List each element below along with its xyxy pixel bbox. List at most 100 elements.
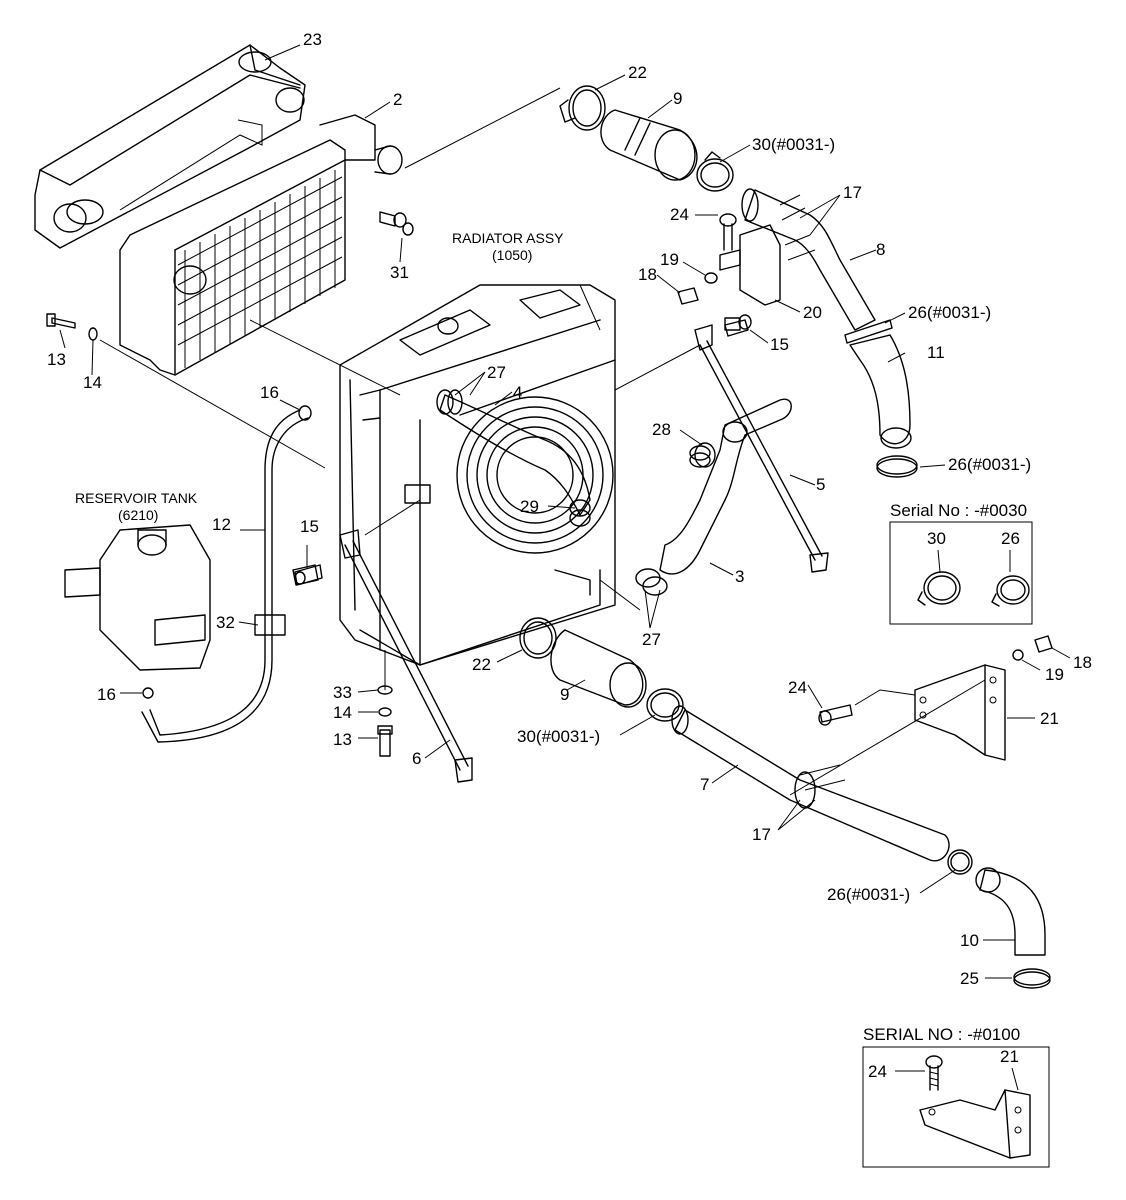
callout-25: 25: [960, 969, 979, 988]
inset-0100-part-b: 21: [1000, 1047, 1019, 1066]
callout-24: 24: [788, 678, 807, 697]
assembly-line: [579, 284, 601, 331]
stay-rod-6: [294, 529, 473, 783]
clamp-28: [694, 442, 716, 468]
callout-15: 15: [300, 517, 319, 536]
inset-serial-0100: SERIAL NO : -#0100 24 21: [862, 1025, 1050, 1168]
clamp-26-mid: [876, 455, 918, 478]
clamp-30-lower: [646, 688, 684, 722]
callout-13: 13: [333, 730, 352, 749]
callout-7: 7: [700, 775, 709, 794]
callout-14: 14: [83, 373, 102, 392]
reservoir-tank-title: RESERVOIR TANK: [75, 490, 198, 506]
clamp-22-lower: [519, 617, 557, 659]
hose-10: [975, 867, 1046, 956]
bolt-13-lower: [377, 725, 393, 757]
callout-19: 19: [1045, 665, 1064, 684]
clamp-26-upper: [844, 319, 893, 344]
bolt-15-right: [724, 314, 752, 331]
hose-11: [849, 334, 912, 449]
clamp-25: [1013, 968, 1051, 989]
clamp-30-upper: [696, 151, 734, 192]
reservoir-tank: [64, 524, 211, 671]
callout-31: 31: [390, 263, 409, 282]
hose-9-upper: [600, 109, 698, 181]
callout-21: 21: [1040, 709, 1059, 728]
leader-lines: [59, 44, 1071, 979]
radiator-assembly: [339, 284, 616, 666]
callout-13: 13: [47, 350, 66, 369]
callout-26: 26(#0031-): [908, 303, 991, 322]
bracket-21: [914, 635, 1053, 761]
pipe-8: [741, 188, 876, 331]
overflow-pipe-12: [141, 405, 312, 743]
callout-19: 19: [660, 250, 679, 269]
inset-0030-title: Serial No : -#0030: [890, 501, 1027, 520]
callout-23: 23: [303, 30, 322, 49]
hose-9-lower: [550, 629, 647, 708]
callout-5: 5: [816, 475, 825, 494]
callout-33: 33: [333, 683, 352, 702]
callout-3: 3: [735, 567, 744, 586]
callout-30: 30(#0031-): [752, 135, 835, 154]
assembly-line: [614, 344, 701, 391]
callout-8: 8: [876, 240, 885, 259]
callout-15: 15: [770, 335, 789, 354]
callout-17: 17: [843, 183, 862, 202]
callout-labels: 23 2 22 9 30(#0031-) 17 24 8 19 18 20 26…: [47, 30, 1092, 988]
callout-18: 18: [1073, 653, 1092, 672]
callout-32: 32: [216, 613, 235, 632]
callout-27: 27: [487, 363, 506, 382]
assembly-line: [599, 579, 641, 611]
inset-0100-bolt: [925, 1055, 943, 1091]
reservoir-tank-code: (6210): [118, 507, 158, 523]
callout-27: 27: [642, 630, 661, 649]
callout-22: 22: [472, 655, 491, 674]
bolt-24-lower: [818, 704, 853, 726]
callout-10: 10: [960, 931, 979, 950]
callout-30: 30(#0031-): [517, 727, 600, 746]
inset-0030-part-a: 30: [927, 529, 946, 548]
assembly-line: [99, 339, 326, 469]
radiator-assy-code: (1050): [492, 247, 532, 263]
bracket-20: [677, 213, 781, 306]
callout-17: 17: [752, 825, 771, 844]
inset-0100-title: SERIAL NO : -#0100: [863, 1025, 1020, 1044]
callout-26: 26(#0031-): [948, 455, 1031, 474]
assembly-line: [364, 499, 421, 536]
inset-0030-frame: [889, 521, 1033, 625]
callout-2: 2: [393, 90, 402, 109]
lower-radiator-hose: [635, 398, 792, 596]
assembly-line: [249, 319, 401, 396]
callout-16: 16: [97, 685, 116, 704]
inset-serial-0030: Serial No : -#0030 30 26: [889, 501, 1033, 625]
callout-14: 14: [333, 703, 352, 722]
callout-6: 6: [412, 749, 421, 768]
washer-14-lower: [378, 707, 392, 717]
inset-0100-part-a: 24: [868, 1062, 887, 1081]
assembly-line: [404, 87, 561, 169]
callout-26: 26(#0031-): [827, 885, 910, 904]
callout-20: 20: [803, 303, 822, 322]
callout-4: 4: [513, 383, 522, 402]
callout-9: 9: [560, 685, 569, 704]
callout-9: 9: [673, 89, 682, 108]
assembly-line: [854, 689, 916, 706]
stay-rod-5: [694, 319, 829, 573]
bolt-13-top: [46, 313, 98, 341]
clamp-26-lower: [947, 849, 973, 875]
bolt-31: [379, 211, 414, 236]
callout-29: 29: [520, 497, 539, 516]
callout-12: 12: [212, 515, 231, 534]
inset-0030-clamp-b: [991, 575, 1030, 607]
radiator-assy-title: RADIATOR ASSY: [452, 230, 564, 246]
callout-22: 22: [628, 63, 647, 82]
callout-18: 18: [638, 265, 657, 284]
upper-radiator-hose: [436, 389, 591, 527]
callout-24: 24: [670, 205, 689, 224]
inset-0030-clamp-a: [917, 571, 961, 606]
intercooler-core: [119, 114, 403, 376]
inset-0030-part-b: 26: [1001, 529, 1020, 548]
